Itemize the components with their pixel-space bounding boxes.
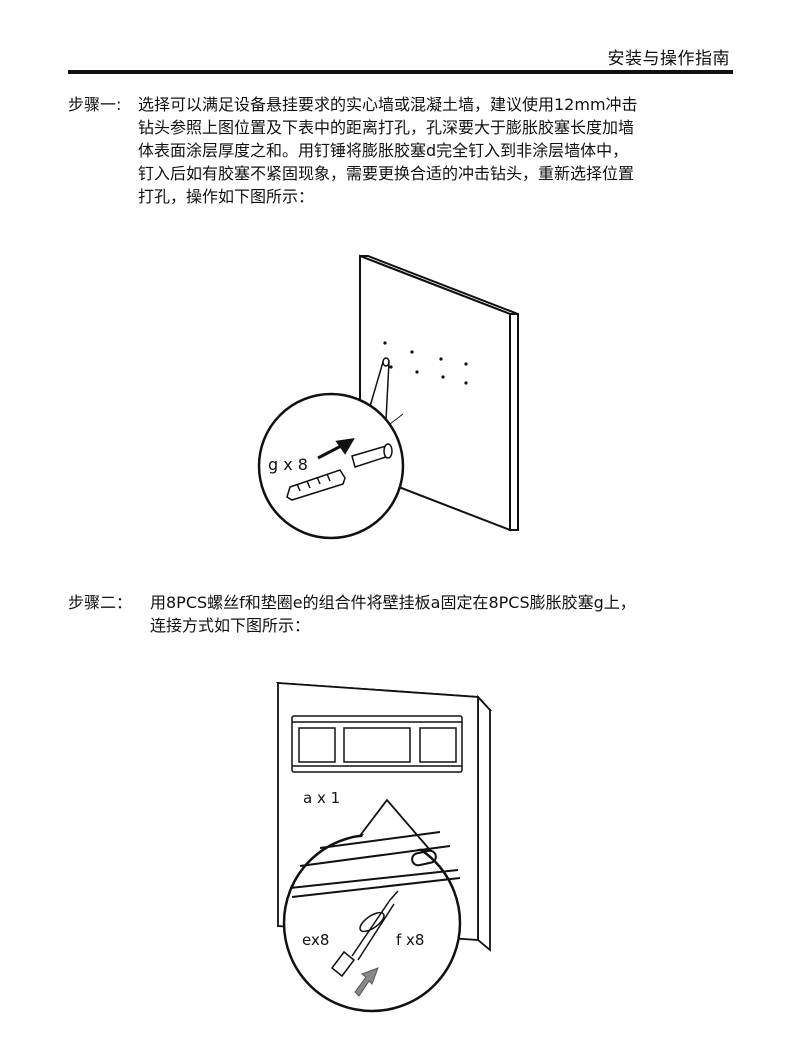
anchor-quantity-label: g x 8 bbox=[268, 455, 308, 474]
push-arrow-icon bbox=[354, 967, 379, 997]
washer-quantity-label: ex8 bbox=[302, 931, 329, 949]
step-1-text: 选择可以满足设备悬挂要求的实心墙或混凝土墙，建议使用12mm冲击 钻头参照上图位… bbox=[138, 95, 638, 206]
expansion-anchor-icon bbox=[286, 443, 393, 501]
header-rule bbox=[68, 70, 733, 74]
drill-holes bbox=[383, 341, 468, 385]
wall-plate-icon bbox=[291, 715, 463, 773]
page-header-title: 安装与操作指南 bbox=[607, 49, 730, 69]
insert-arrow-icon bbox=[317, 438, 355, 460]
plate-edge-closeup bbox=[289, 831, 461, 898]
plate-quantity-label: a x 1 bbox=[303, 789, 340, 807]
step-2-text: 用8PCS螺丝f和垫圈e的组合件将壁挂板a固定在8PCS膨胀胶塞g上， 连接方式… bbox=[150, 593, 636, 635]
screw-quantity-label: f x8 bbox=[396, 931, 424, 949]
step-2-label: 步骤二： bbox=[68, 593, 133, 612]
step-1-label: 步骤一: bbox=[68, 95, 122, 114]
magnifier-circle-1 bbox=[257, 392, 405, 540]
screw-washer-icon bbox=[330, 890, 399, 978]
